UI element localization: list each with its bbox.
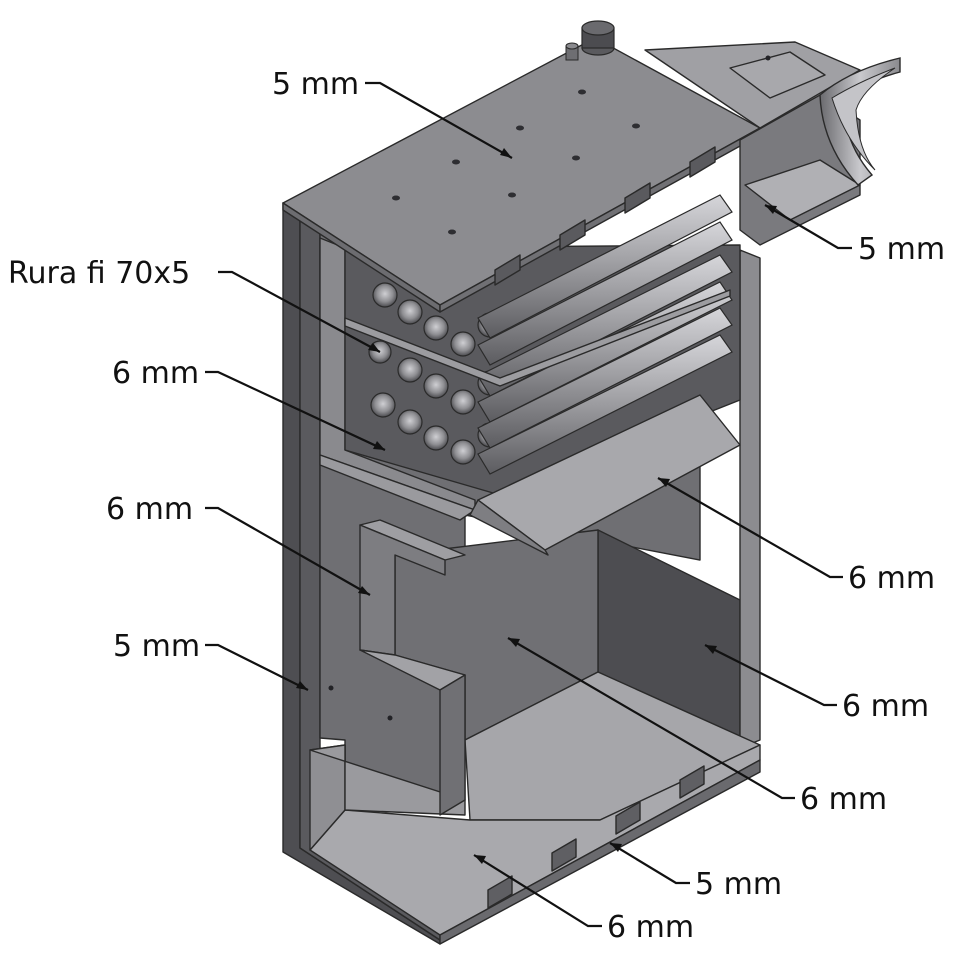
flue-pipe-inner bbox=[831, 67, 896, 171]
pipe-end bbox=[372, 282, 398, 308]
tube-body bbox=[477, 334, 733, 475]
top-plate-holes bbox=[392, 89, 640, 235]
leader-lines bbox=[205, 81, 852, 928]
baffle bbox=[469, 394, 741, 556]
tube-body bbox=[477, 254, 733, 397]
leader-upper-shelf bbox=[205, 370, 386, 451]
baffle-front bbox=[469, 499, 549, 556]
leader-baffle bbox=[657, 477, 843, 579]
upper-shelf-floor bbox=[319, 454, 476, 521]
pipe-end bbox=[397, 409, 423, 435]
leader-pipe bbox=[218, 270, 381, 353]
leader-left-wall-upper bbox=[205, 506, 371, 596]
mid-step-face bbox=[439, 674, 466, 816]
pipe-end bbox=[397, 299, 423, 325]
label-floor: 6 mm bbox=[800, 782, 887, 817]
leader-bottom-plate bbox=[473, 854, 602, 928]
right-wall bbox=[739, 249, 761, 749]
bottom-ribs bbox=[487, 765, 705, 909]
leader-right-tray bbox=[764, 204, 852, 250]
pipe-end bbox=[423, 373, 449, 399]
tube-separator-plate bbox=[344, 289, 731, 387]
label-baffle: 6 mm bbox=[848, 561, 935, 596]
pipe-end bbox=[370, 392, 396, 418]
label-left-wall-lower: 5 mm bbox=[113, 629, 200, 664]
markers bbox=[328, 55, 771, 721]
label-left-wall-upper: 6 mm bbox=[106, 492, 193, 527]
label-front-edge: 5 mm bbox=[695, 867, 782, 902]
tube-bodies bbox=[477, 194, 733, 475]
label-pipe: Rura fi 70x5 bbox=[8, 256, 190, 291]
tube-body bbox=[477, 194, 733, 339]
bottom-front-edge bbox=[439, 759, 761, 945]
pipe-end bbox=[423, 315, 449, 341]
top-fittings bbox=[565, 20, 615, 61]
leader-front-edge bbox=[609, 842, 690, 885]
pipe-end bbox=[450, 389, 476, 415]
tube-body bbox=[477, 307, 733, 449]
tube-body bbox=[477, 221, 733, 366]
label-bottom-plate: 6 mm bbox=[607, 910, 694, 945]
label-top-plate: 5 mm bbox=[272, 67, 359, 102]
label-upper-shelf: 6 mm bbox=[112, 356, 199, 391]
leader-top-plate bbox=[365, 81, 513, 159]
leader-floor bbox=[507, 637, 795, 800]
pipe-end bbox=[450, 439, 476, 465]
pipe-end bbox=[423, 425, 449, 451]
top-plate bbox=[282, 20, 761, 313]
front-lower-step bbox=[309, 744, 466, 816]
label-back-wall: 6 mm bbox=[842, 689, 929, 724]
label-right-tray: 5 mm bbox=[858, 232, 945, 267]
leader-left-wall-lower bbox=[205, 643, 309, 691]
arrowheads bbox=[296, 148, 777, 864]
pipe-end bbox=[397, 357, 423, 383]
labels: 5 mm Rura fi 70x5 6 mm 6 mm 5 mm 5 mm 6 … bbox=[8, 67, 945, 945]
leader-back-wall bbox=[704, 644, 837, 707]
pipe-end bbox=[450, 331, 476, 357]
top-plate-ribs bbox=[494, 146, 716, 286]
